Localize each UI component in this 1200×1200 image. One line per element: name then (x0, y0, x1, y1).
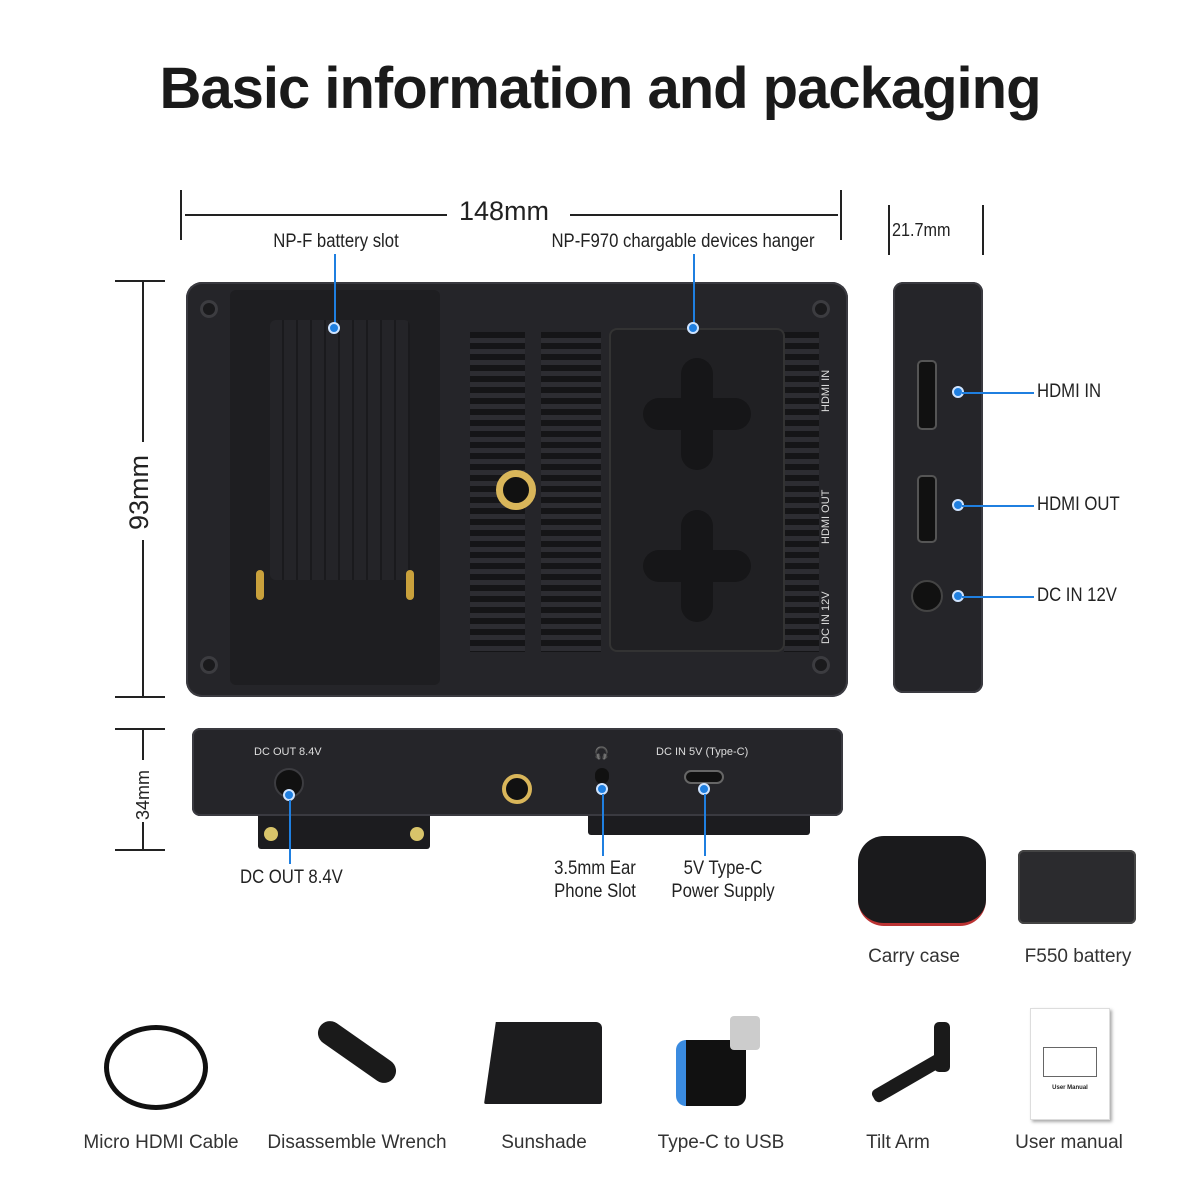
screw (200, 300, 218, 318)
dimension-line (142, 540, 144, 696)
hanger-label: NP-F970 chargable devices hanger (551, 231, 815, 252)
battery-label: F550 battery (1024, 946, 1132, 967)
pointer-dot (687, 322, 699, 334)
manual-label: User manual (1015, 1132, 1123, 1153)
hdmi-in-label: HDMI IN (1037, 381, 1102, 402)
pointer-line (693, 254, 695, 328)
width-label: 148mm (459, 196, 550, 226)
tilt-arm-mount (934, 1022, 950, 1072)
tripod-mount (502, 774, 532, 804)
monitor-side (893, 282, 983, 693)
hdmi-in-marking: HDMI IN (820, 369, 832, 412)
dc-in-12v-marking: DC IN 12V (820, 591, 832, 644)
battery-slot (230, 290, 440, 685)
pointer-line (962, 392, 1034, 394)
dimension-line (185, 214, 447, 216)
battery-pin (406, 570, 414, 600)
contact (410, 827, 424, 841)
dimension-tick (840, 190, 842, 240)
typec-label-2: Power Supply (671, 881, 775, 902)
dimension-tick (888, 205, 890, 255)
pointer-line (704, 794, 706, 856)
earphone-port (595, 768, 609, 784)
dc-out-label: DC OUT 8.4V (240, 867, 343, 888)
screw (812, 656, 830, 674)
sunshade-label: Sunshade (501, 1132, 587, 1153)
dimension-tick (115, 280, 165, 282)
vent (541, 332, 601, 652)
pointer-line (962, 505, 1034, 507)
monitor-back: HDMI IN HDMI OUT DC IN 12V (186, 282, 848, 697)
bottom-height-label: 34mm (133, 769, 153, 820)
adapter-plug (730, 1016, 760, 1050)
dimension-line (142, 730, 144, 760)
type-c-port (684, 770, 724, 784)
adapter-label: Type-C to USB (657, 1132, 785, 1153)
carry-case-label: Carry case (868, 946, 960, 967)
earphone-label-1: 3.5mm Ear (554, 858, 636, 879)
battery-slot-label: NP-F battery slot (273, 231, 399, 252)
screw (812, 300, 830, 318)
dimension-tick (115, 696, 165, 698)
dimension-tick (115, 728, 165, 730)
battery-plate (270, 320, 410, 580)
carry-case-icon (858, 836, 986, 926)
typec-label-1: 5V Type-C (683, 858, 763, 879)
monitor-bottom: DC OUT 8.4V DC IN 5V (Type-C) 🎧 (192, 728, 843, 816)
cross-slot (643, 550, 751, 582)
height-label: 93mm (124, 454, 154, 530)
dc-in-12v-label: DC IN 12V (1037, 585, 1117, 606)
manual-title: User Manual (1052, 1085, 1088, 1091)
dc-port (911, 580, 943, 612)
hdmi-out-port (917, 475, 937, 543)
earphone-label-2: Phone Slot (554, 881, 636, 902)
wrench-icon (313, 1016, 401, 1088)
cable-label: Micro HDMI Cable (83, 1132, 239, 1153)
dc-out-marking: DC OUT 8.4V (254, 746, 322, 758)
tilt-arm-label: Tilt Arm (866, 1132, 930, 1153)
pointer-line (334, 254, 336, 328)
manual-icon: User Manual (1030, 1008, 1110, 1120)
pointer-line (602, 794, 604, 856)
cross-slot (643, 398, 751, 430)
dimension-tick (115, 849, 165, 851)
tripod-mount (496, 470, 536, 510)
manual-picture (1043, 1047, 1097, 1077)
contact (264, 827, 278, 841)
dimension-line (570, 214, 838, 216)
pointer-line (962, 596, 1034, 598)
wrench-label: Disassemble Wrench (267, 1132, 447, 1153)
hdmi-in-port (917, 360, 937, 430)
depth-label: 21.7mm (892, 220, 951, 240)
page-title: Basic information and packaging (159, 56, 1041, 121)
hdmi-out-label: HDMI OUT (1037, 494, 1120, 515)
battery-hanger (611, 330, 783, 650)
dimension-line (142, 282, 144, 442)
pointer-line (289, 800, 291, 864)
screw (200, 656, 218, 674)
dimension-line (142, 822, 144, 849)
adapter-icon (676, 1040, 746, 1106)
battery-icon (1018, 850, 1136, 924)
dc-in-5v-marking: DC IN 5V (Type-C) (656, 746, 749, 758)
pointer-dot (328, 322, 340, 334)
battery-pin (256, 570, 264, 600)
dimension-tick (180, 190, 182, 240)
dimension-tick (982, 205, 984, 255)
vent (784, 332, 819, 652)
headphone-icon: 🎧 (594, 746, 609, 760)
cable-icon (104, 1025, 208, 1110)
hdmi-out-marking: HDMI OUT (820, 489, 832, 544)
sunshade-icon (484, 1022, 602, 1104)
